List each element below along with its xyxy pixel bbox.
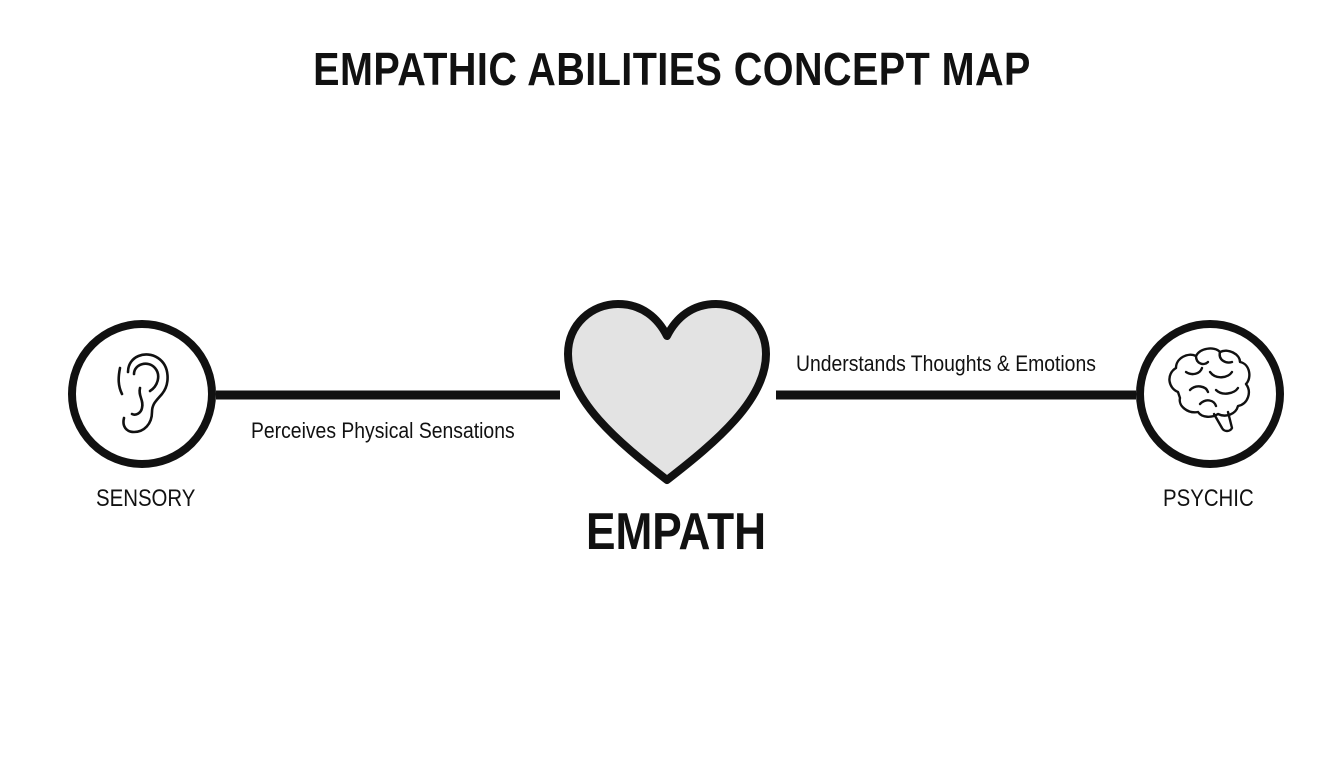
psychic-label: PSYCHIC: [1163, 485, 1254, 512]
brain-icon: [1168, 347, 1251, 433]
edge-label-sensory: Perceives Physical Sensations: [251, 418, 515, 443]
sensory-node: [68, 320, 216, 468]
psychic-node: [1136, 320, 1284, 468]
empath-label: EMPATH: [586, 503, 767, 561]
heart-icon: [564, 300, 770, 484]
ear-icon: [117, 353, 169, 434]
diagram-title: EMPATHIC ABILITIES CONCEPT MAP: [313, 43, 1031, 95]
empath-node: [564, 300, 770, 484]
sensory-label: SENSORY: [96, 485, 196, 512]
edge-label-psychic: Understands Thoughts & Emotions: [796, 351, 1096, 376]
